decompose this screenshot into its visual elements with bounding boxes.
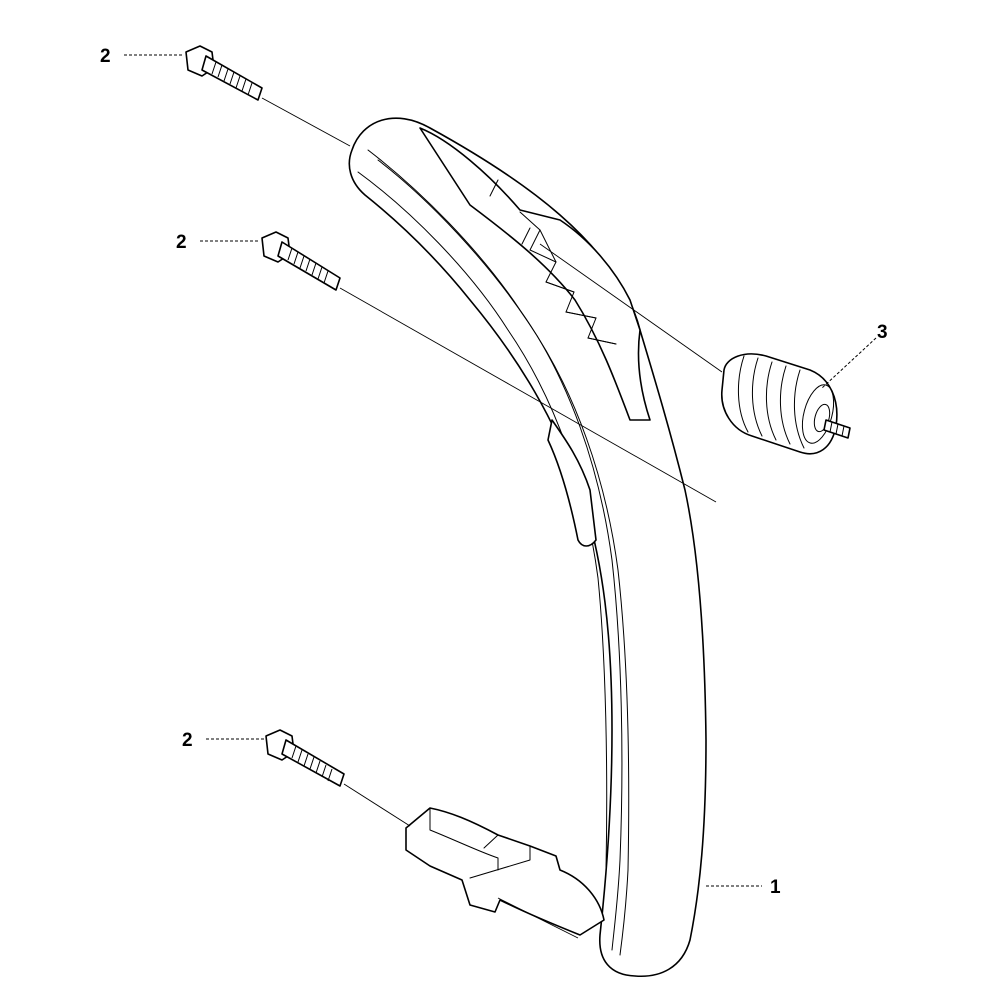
front-handle [348,117,707,978]
callout-screw-top: 2 [100,46,111,67]
assembly-axis-lines [261,97,723,939]
callout-screw-bottom: 2 [182,730,193,751]
leader-lines [124,54,877,887]
callout-screw-middle: 2 [176,232,187,253]
screw-top [185,45,263,101]
vibration-damper [721,353,851,455]
screw-bottom [265,729,345,787]
screw-middle [261,231,341,291]
callout-handle: 1 [770,877,781,898]
callout-damper: 3 [877,322,888,343]
